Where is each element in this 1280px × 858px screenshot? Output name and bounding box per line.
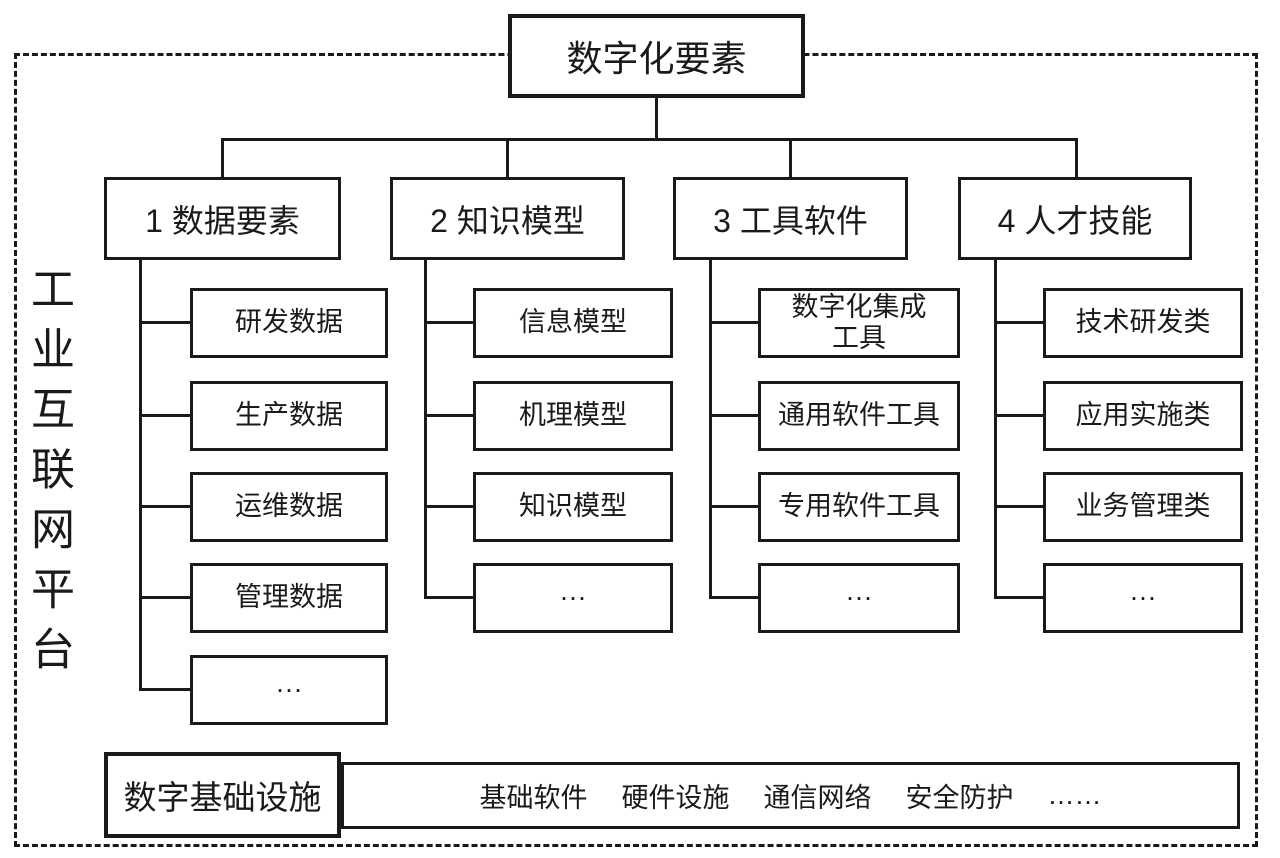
infrastructure-item: 安全防护 bbox=[905, 783, 1014, 813]
connector-line bbox=[709, 321, 758, 324]
child-box: 生产数据 bbox=[190, 381, 388, 451]
child-box: 运维数据 bbox=[190, 472, 388, 542]
branch-box-knowledge-models: 2 知识模型 bbox=[390, 177, 625, 260]
child-box: 专用软件工具 bbox=[758, 472, 960, 542]
connector-line bbox=[709, 505, 758, 508]
connector-line bbox=[139, 688, 190, 691]
infrastructure-item-ellipsis: …… bbox=[1047, 780, 1102, 810]
child-box-ellipsis: ··· bbox=[1043, 563, 1243, 633]
connector-line bbox=[994, 321, 1043, 324]
connector-line bbox=[709, 260, 712, 598]
child-box: 应用实施类 bbox=[1043, 381, 1243, 451]
child-box: 管理数据 bbox=[190, 563, 388, 633]
child-box-ellipsis: ··· bbox=[190, 655, 388, 725]
connector-line bbox=[139, 414, 190, 417]
branch-box-tool-software: 3 工具软件 bbox=[673, 177, 908, 260]
connector-line bbox=[139, 321, 190, 324]
connector-line bbox=[994, 505, 1043, 508]
connector-line bbox=[789, 138, 792, 177]
child-box: 知识模型 bbox=[473, 472, 673, 542]
connector-line bbox=[994, 596, 1043, 599]
child-box: 通用软件工具 bbox=[758, 381, 960, 451]
connector-line bbox=[424, 414, 473, 417]
infrastructure-items: 基础软件 硬件设施 通信网络 安全防护 …… bbox=[344, 776, 1237, 815]
connector-line bbox=[424, 505, 473, 508]
infrastructure-item: 通信网络 bbox=[763, 783, 872, 813]
child-box: 业务管理类 bbox=[1043, 472, 1243, 542]
connector-line bbox=[221, 138, 224, 177]
connector-line bbox=[506, 138, 509, 177]
branch-box-talent-skills: 4 人才技能 bbox=[958, 177, 1192, 260]
child-box: 信息模型 bbox=[473, 288, 673, 358]
child-box-ellipsis: ··· bbox=[758, 563, 960, 633]
connector-line bbox=[994, 414, 1043, 417]
connector-line bbox=[994, 260, 997, 598]
connector-line bbox=[1075, 138, 1078, 177]
connector-line bbox=[139, 260, 142, 690]
connector-line bbox=[709, 414, 758, 417]
child-box: 数字化集成 工具 bbox=[758, 288, 960, 358]
connector-line bbox=[221, 138, 1078, 141]
infrastructure-box: 数字基础设施 bbox=[104, 752, 341, 838]
connector-line bbox=[424, 260, 427, 598]
connector-line bbox=[709, 596, 758, 599]
child-box: 机理模型 bbox=[473, 381, 673, 451]
infrastructure-item: 硬件设施 bbox=[621, 783, 730, 813]
branch-box-data-elements: 1 数据要素 bbox=[104, 177, 341, 260]
infrastructure-item: 基础软件 bbox=[479, 783, 588, 813]
connector-line bbox=[139, 596, 190, 599]
platform-label: 工业互联网平台 bbox=[24, 266, 73, 686]
connector-line bbox=[655, 98, 658, 140]
child-box: 研发数据 bbox=[190, 288, 388, 358]
child-box-ellipsis: ··· bbox=[473, 563, 673, 633]
child-box: 技术研发类 bbox=[1043, 288, 1243, 358]
root-box-digital-elements: 数字化要素 bbox=[508, 14, 805, 98]
connector-line bbox=[139, 505, 190, 508]
infrastructure-band: 基础软件 硬件设施 通信网络 安全防护 …… bbox=[341, 762, 1240, 829]
connector-line bbox=[424, 596, 473, 599]
connector-line bbox=[424, 321, 473, 324]
